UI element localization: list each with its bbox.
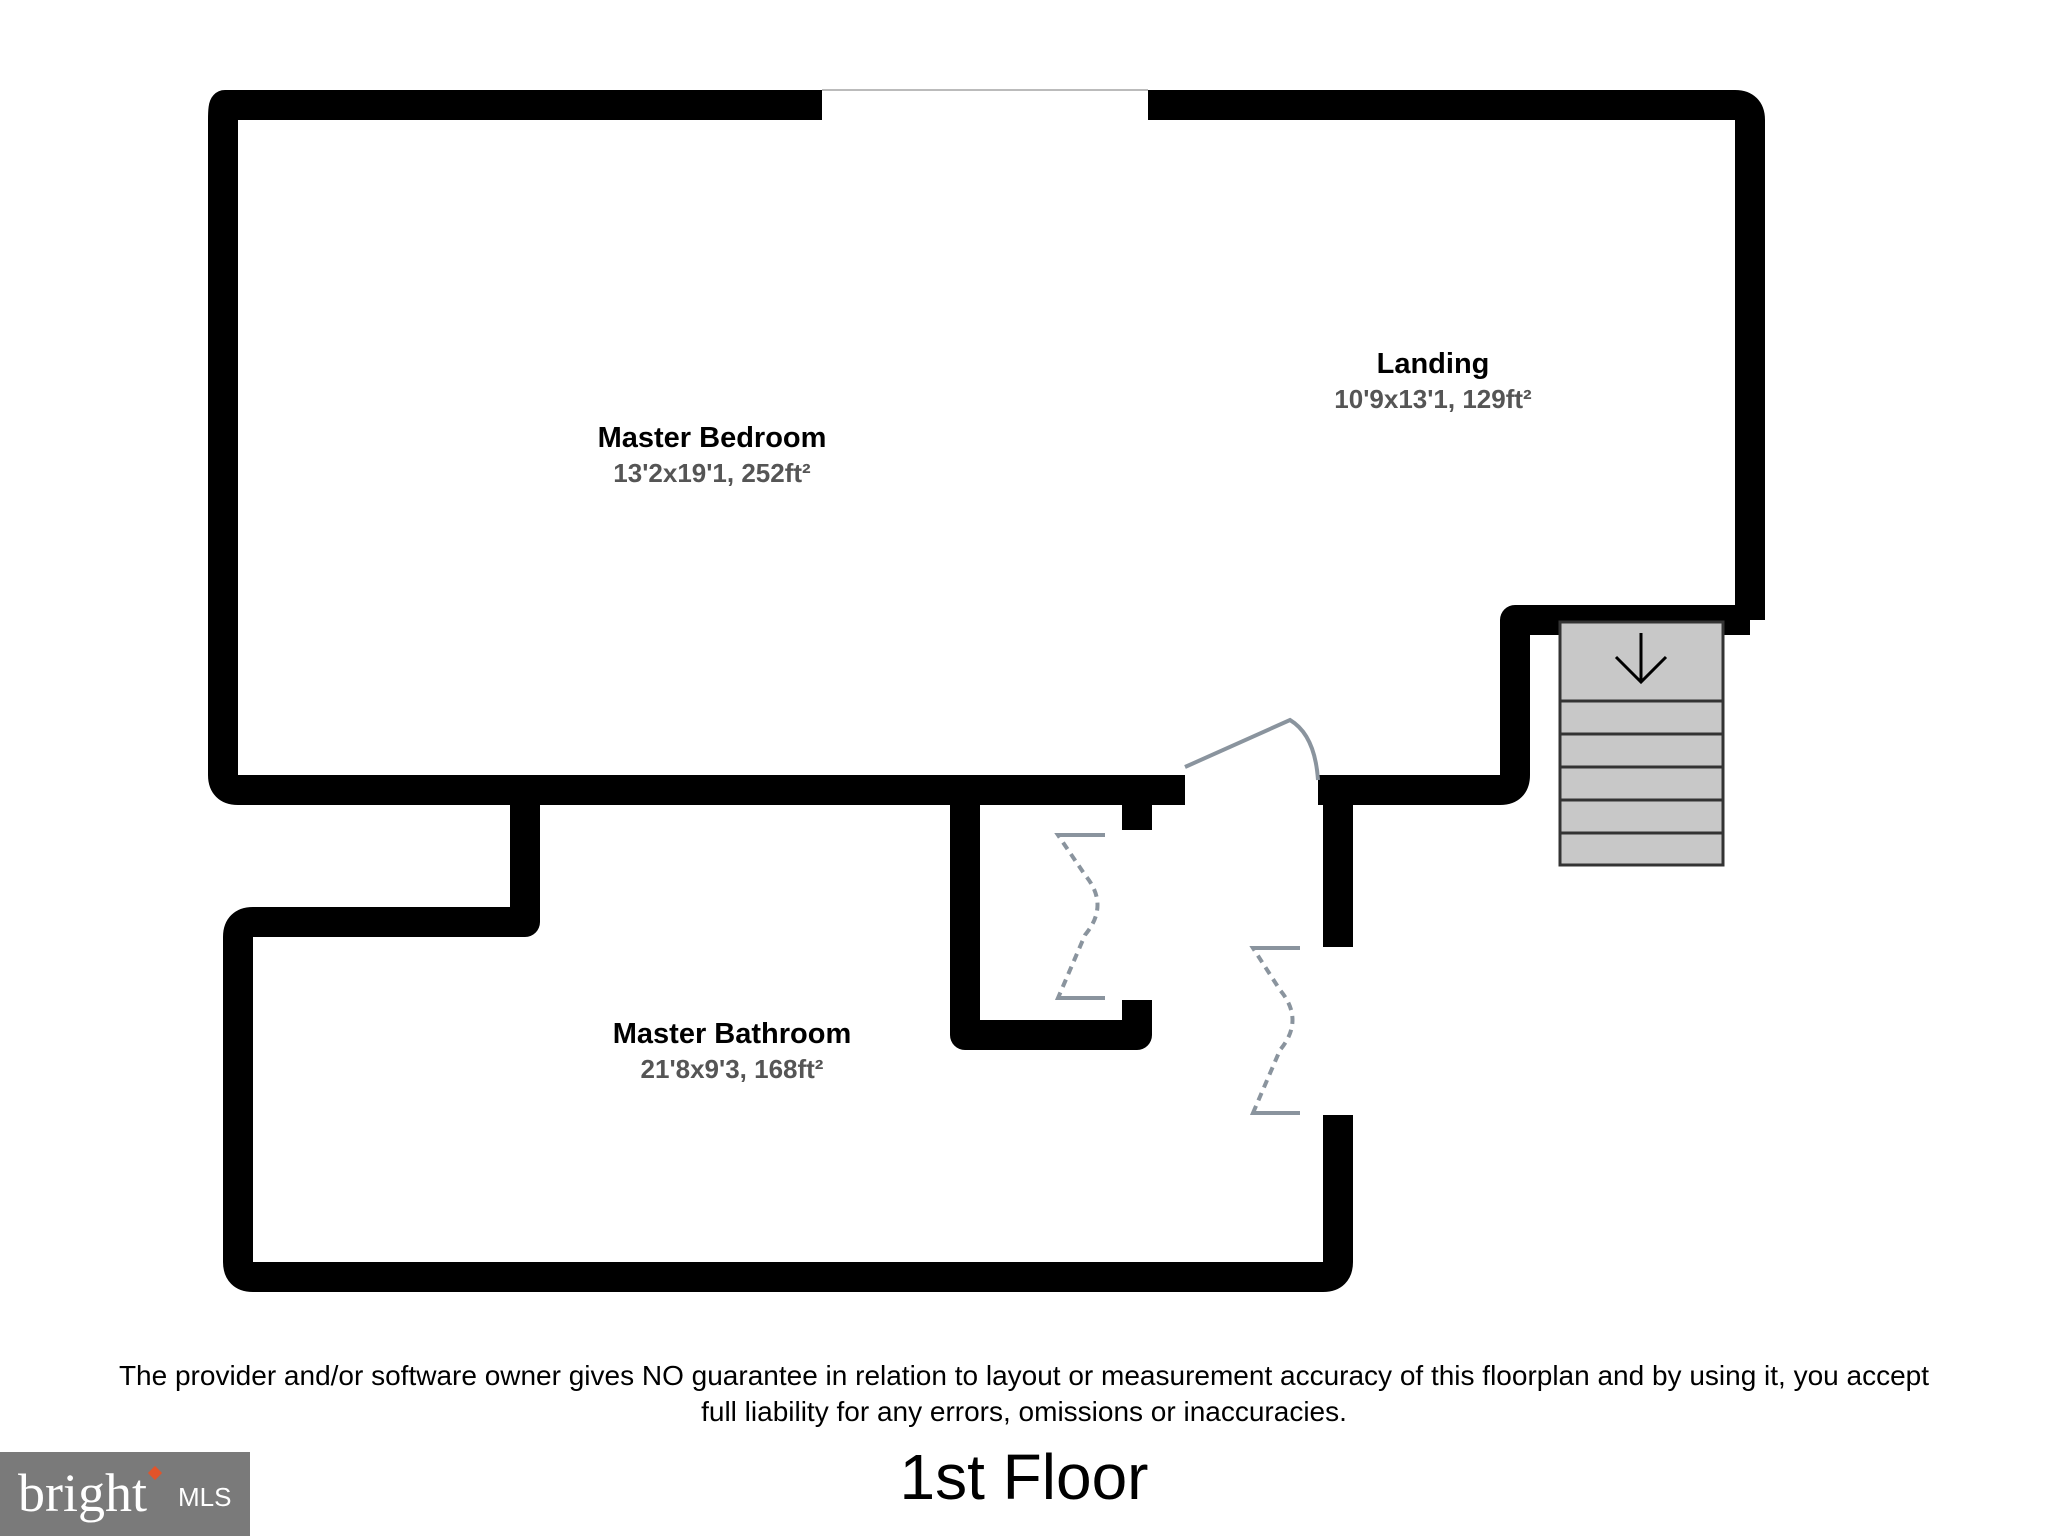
- disclaimer-line-1: The provider and/or software owner gives…: [118, 1360, 1930, 1391]
- disclaimer: The provider and/or software owner gives…: [0, 1358, 2048, 1430]
- disclaimer-line-2: full liability for any errors, omissions…: [701, 1396, 1347, 1427]
- room-name-master-bedroom: Master Bedroom: [598, 422, 827, 454]
- walls: [208, 90, 1765, 1292]
- room-dims-landing: 10'9x13'1, 129ft²: [1334, 384, 1532, 414]
- landing-top-wall: [1148, 90, 1765, 620]
- doors: [1054, 717, 1320, 1115]
- room-dims-master-bathroom: 21'8x9'3, 168ft²: [641, 1054, 824, 1084]
- floor-title: 1st Floor: [899, 1441, 1149, 1513]
- bathroom-bifold-door: [1249, 946, 1300, 1115]
- landing-east-return-wall: [1318, 605, 1750, 805]
- room-name-master-bathroom: Master Bathroom: [613, 1018, 852, 1050]
- room-dims-master-bedroom: 13'2x19'1, 252ft²: [613, 458, 811, 488]
- bright-mls-logo: bright MLS: [0, 1452, 250, 1536]
- stairs: [1558, 620, 1725, 867]
- closet-bifold-door: [1054, 833, 1105, 1000]
- bathroom-wall: [223, 790, 1353, 1292]
- bedroom-landing-outer-wall: [208, 90, 1185, 805]
- logo-suffix: MLS: [178, 1482, 232, 1512]
- room-name-landing: Landing: [1377, 348, 1490, 380]
- closet-wall: [950, 790, 1152, 1050]
- bedroom-door-swing: [1184, 717, 1320, 781]
- logo-word: bright: [18, 1463, 147, 1523]
- arrow-down-icon: [1614, 633, 1668, 685]
- logo-accent-icon: [147, 1465, 163, 1481]
